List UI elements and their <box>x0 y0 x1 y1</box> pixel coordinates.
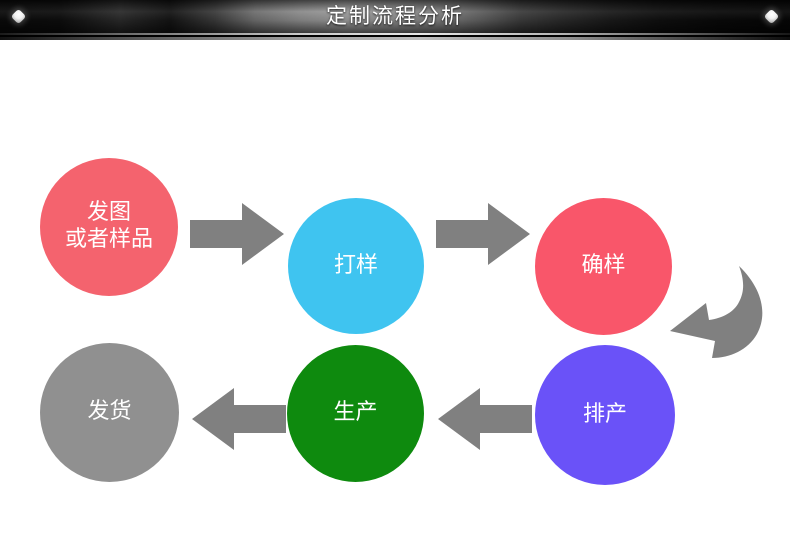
arrow-left-icon <box>436 385 532 453</box>
arrow-curved-down-left-icon <box>668 262 774 362</box>
banner-rule-gap <box>0 35 790 37</box>
flow-node-queyang[interactable]: 确样 <box>535 198 672 335</box>
arrow-right-icon <box>190 200 286 268</box>
arrow-right-icon <box>436 200 532 268</box>
header-banner: 定制流程分析 <box>0 0 790 40</box>
banner-rule-top <box>0 33 790 35</box>
flow-node-fatu-huozheyangpin[interactable]: 发图 或者样品 <box>40 158 178 296</box>
banner-rule-bottom <box>0 37 790 40</box>
flow-node-shengchan[interactable]: 生产 <box>287 345 424 482</box>
flow-canvas: 发图 或者样品 打样 确样 发货 生产 排产 <box>0 40 790 539</box>
banner-shading <box>0 0 790 34</box>
page-title: 定制流程分析 <box>326 4 464 28</box>
flow-node-dayang[interactable]: 打样 <box>288 198 424 334</box>
flow-node-paichan[interactable]: 排产 <box>535 345 675 485</box>
arrow-left-icon <box>190 385 286 453</box>
flow-node-fahuo[interactable]: 发货 <box>40 343 179 482</box>
